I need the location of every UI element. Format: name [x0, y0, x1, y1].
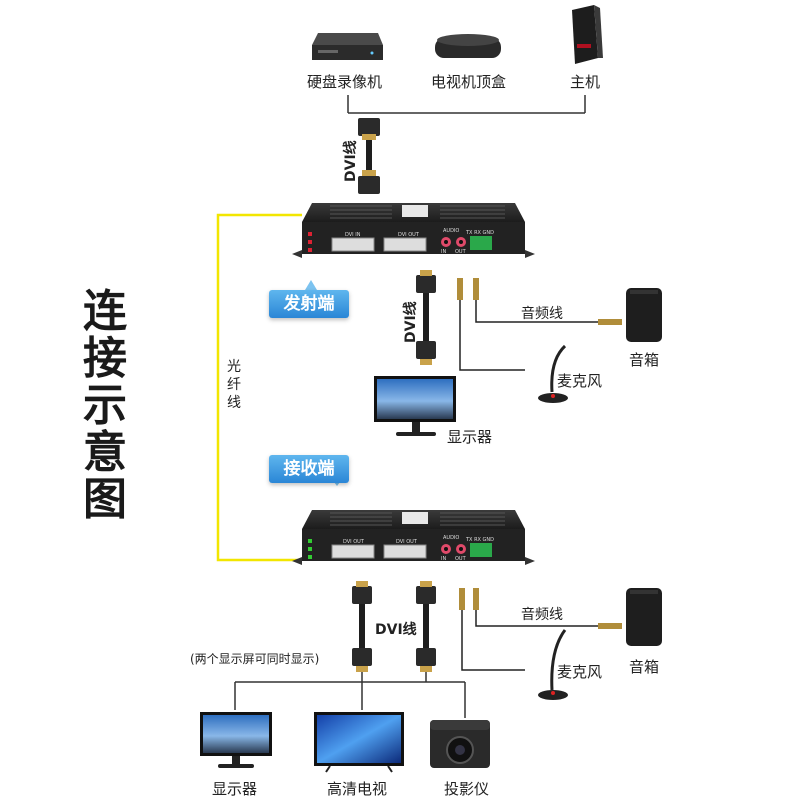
tx-serial-label: TX RX GND: [465, 230, 494, 236]
dvi-cable-rx-label: DVI线: [375, 622, 417, 638]
tx-port-in-label: DVI IN: [345, 232, 361, 238]
microphone-icon: [538, 344, 568, 403]
fiber-char: 线: [227, 395, 241, 411]
rx-port-2-label: DVI OUT: [396, 539, 418, 545]
rx-mic-label: 麦克风: [557, 663, 603, 681]
tx-audio-cables: [459, 300, 600, 371]
microphone-icon: [538, 629, 568, 700]
title-char: 图: [83, 474, 127, 525]
dual-display-note: (两个显示屏可同时显示): [190, 652, 320, 666]
pc-label: 主机: [570, 73, 601, 91]
projector-icon: [430, 720, 490, 768]
projector-label: 投影仪: [444, 780, 490, 798]
rx-audio-in-label: IN: [441, 556, 446, 562]
diagram-title: 连 接 示 意 图: [80, 288, 130, 523]
tx-pointer-icon: [305, 280, 317, 290]
dvi-cable-rx-2-icon: [416, 581, 436, 672]
dvi-cable-tx-label: DVI线: [403, 301, 419, 343]
tx-audio-in-label: IN: [441, 249, 446, 255]
source-bracket: [347, 95, 586, 114]
audio-plug-icon: [598, 319, 622, 325]
title-char: 意: [83, 427, 127, 478]
fiber-char: 光: [227, 359, 241, 375]
set-top-box-icon: [435, 34, 501, 58]
title-char: 示: [83, 380, 127, 431]
title-char: 连: [83, 286, 127, 337]
dvi-cable-tx-icon: [416, 270, 436, 365]
pc-tower-icon: [572, 5, 603, 64]
audio-plug-icon: [598, 623, 622, 629]
dvi-cable-top-label: DVI线: [343, 140, 359, 182]
receiver-box: [292, 510, 535, 565]
rx-audio-cable-label: 音频线: [521, 607, 563, 623]
rx-speaker-label: 音箱: [629, 658, 660, 676]
tx-speaker-label: 音箱: [629, 351, 660, 369]
rx-monitor-label: 显示器: [212, 780, 258, 798]
receiver-badge: 接收端: [269, 455, 349, 483]
audio-plug-icon: [457, 278, 463, 300]
tv-label: 高清电视: [327, 780, 388, 798]
dvr-icon: [312, 33, 383, 60]
speaker-icon: [626, 288, 662, 342]
dvr-label: 硬盘录像机: [307, 73, 383, 91]
dvi-cable-rx-1-icon: [352, 581, 372, 672]
transmitter-badge: 发射端: [269, 290, 349, 318]
audio-plug-icon: [459, 588, 465, 610]
dvi-cable-top-icon: [358, 118, 380, 194]
rx-audio-label: AUDIO: [443, 535, 459, 541]
rx-serial-label: TX RX GND: [465, 537, 494, 543]
rx-audio-cables: [461, 610, 600, 671]
audio-plug-icon: [473, 278, 479, 300]
audio-plug-icon: [473, 588, 479, 610]
tx-port-out-label: DVI OUT: [398, 232, 420, 238]
fiber-line: [216, 213, 302, 562]
tx-audio-label: AUDIO: [443, 228, 459, 234]
transmitter-box: [292, 203, 535, 258]
monitor-icon: [374, 376, 456, 436]
speaker-icon: [626, 588, 662, 646]
output-bracket: [234, 672, 466, 718]
title-char: 接: [83, 333, 127, 384]
rx-port-1-label: DVI OUT: [343, 539, 365, 545]
tx-audio-cable-label: 音频线: [521, 306, 563, 322]
stb-label: 电视机顶盒: [431, 73, 507, 91]
monitor-icon: [200, 712, 272, 768]
tx-monitor-label: 显示器: [447, 428, 493, 446]
tx-mic-label: 麦克风: [557, 372, 603, 390]
tx-audio-out-label: OUT: [455, 249, 467, 255]
rx-audio-out-label: OUT: [455, 556, 467, 562]
fiber-label: 光 纤 线: [226, 358, 242, 412]
fiber-char: 纤: [227, 377, 241, 393]
tv-icon: [314, 712, 404, 773]
